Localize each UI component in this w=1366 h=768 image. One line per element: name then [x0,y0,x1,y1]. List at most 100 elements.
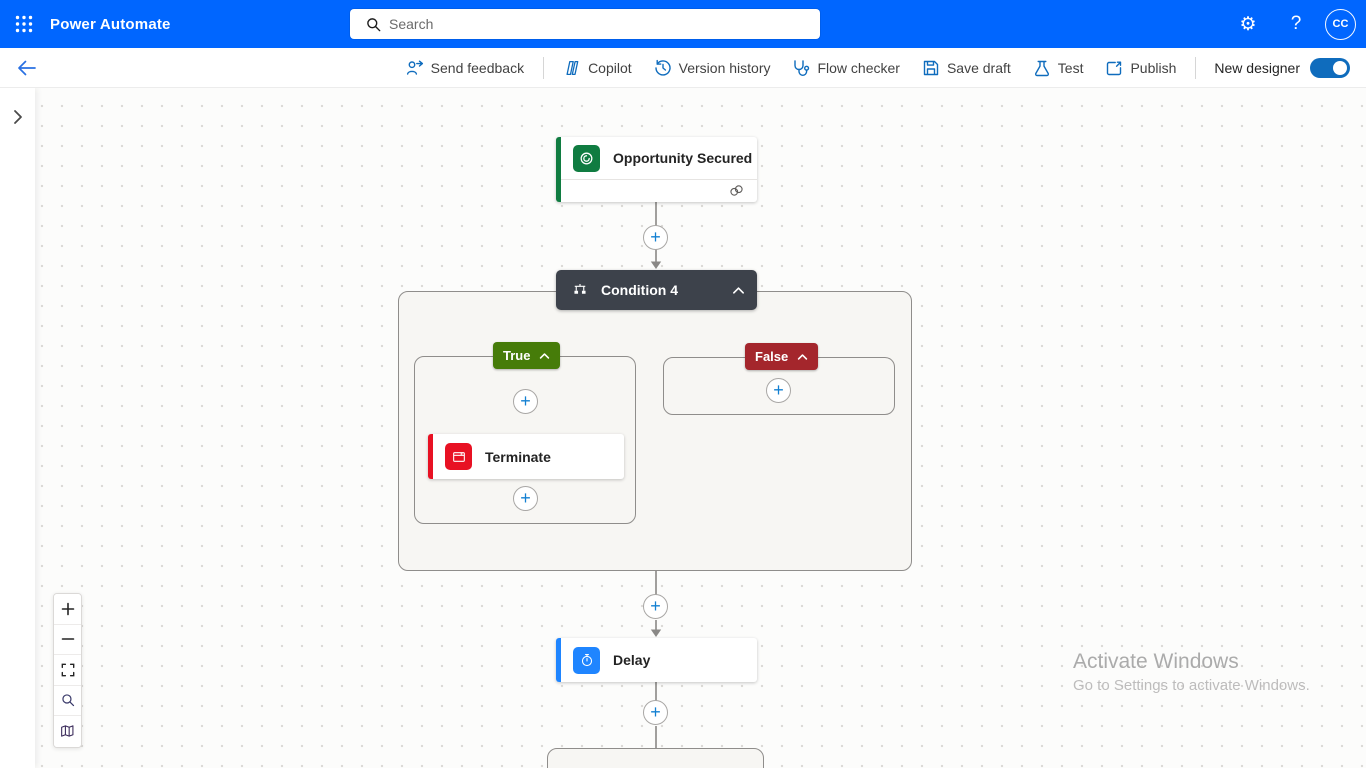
gear-icon: ⚙ [1239,13,1257,35]
insert-action-button[interactable]: + [643,594,668,619]
command-bar-actions: Send feedback Copilot Version history [395,48,1360,88]
fit-screen-icon [61,663,74,677]
chevron-up-icon [798,353,808,360]
plus-icon: + [520,390,531,411]
condition-card[interactable]: Condition 4 [556,270,757,310]
true-branch-label[interactable]: True [493,342,561,369]
insert-action-button[interactable]: + [643,700,668,725]
new-designer-control: New designer [1204,58,1360,78]
chevron-up-icon [733,286,744,294]
new-designer-toggle[interactable] [1310,58,1350,78]
insert-action-button[interactable]: + [766,378,791,403]
connection-icon[interactable] [729,184,744,197]
condition-icon [574,284,586,294]
zoom-out-button[interactable] [54,624,81,655]
stethoscope-icon [794,60,810,76]
delay-title: Delay [613,652,651,668]
chevron-right-icon [14,110,22,124]
account-button[interactable]: CC [1325,8,1356,40]
settings-button[interactable]: ⚙ [1229,4,1267,44]
fit-view-button[interactable] [54,655,81,686]
activate-windows-watermark: Activate Windows Go to Settings to activ… [1073,650,1310,694]
zoom-search-button[interactable] [54,685,81,716]
publish-icon [1107,61,1122,76]
app-title: Power Automate [50,15,171,33]
command-bar: Send feedback Copilot Version history [0,48,1366,88]
delay-card[interactable]: Delay [556,638,757,682]
true-label-text: True [503,348,531,363]
copilot-icon [566,60,579,76]
trigger-title: Opportunity Secured [613,150,753,166]
plus-icon: + [773,379,784,400]
arrow-left-icon [17,60,36,75]
false-label-text: False [755,349,789,364]
back-button[interactable] [6,48,46,88]
terminate-accent [428,434,433,479]
terminate-card[interactable]: Terminate [428,434,624,479]
toolbar-divider [1195,57,1197,79]
new-designer-label: New designer [1214,60,1300,76]
delay-icon [573,646,600,674]
app-header: Power Automate ⚙ ? CC [0,0,1366,48]
zoom-toolbar [53,593,82,748]
save-draft-button[interactable]: Save draft [911,52,1022,84]
publish-button[interactable]: Publish [1094,52,1187,84]
minimap-button[interactable] [54,716,81,747]
test-button[interactable]: Test [1022,52,1095,84]
header-actions: ⚙ ? CC [1229,0,1366,48]
search-box[interactable] [350,9,820,39]
map-icon [61,725,74,737]
flow-canvas[interactable]: Opportunity Secured + Condition 4 [0,88,1366,768]
version-history-label: Version history [678,60,771,76]
dataverse-icon [573,144,600,172]
trigger-accent [556,137,561,202]
toolbar-divider [543,57,545,79]
zoom-in-button[interactable] [54,594,81,625]
condition-title: Condition 4 [601,282,678,298]
delay-accent [556,638,561,682]
send-feedback-label: Send feedback [430,60,525,76]
terminate-icon [445,443,472,470]
plus-icon: + [650,226,661,247]
insert-action-button[interactable]: + [513,389,538,414]
watermark-subtitle: Go to Settings to activate Windows. [1073,677,1310,694]
feedback-icon [406,60,423,75]
plus-icon: + [650,701,661,722]
insert-action-button[interactable]: + [643,225,668,250]
save-icon [923,60,939,76]
send-feedback-button[interactable]: Send feedback [395,52,535,84]
next-scope-container [547,748,764,768]
app-launcher-button[interactable] [0,0,48,48]
publish-label: Publish [1130,60,1177,76]
plus-icon [61,602,74,616]
watermark-title: Activate Windows [1073,650,1239,673]
false-branch-label[interactable]: False [745,343,819,370]
panel-expand-button[interactable] [7,106,29,128]
help-button[interactable]: ? [1277,4,1315,44]
trigger-card[interactable]: Opportunity Secured [556,137,757,202]
flow-checker-label: Flow checker [817,60,900,76]
help-icon: ? [1290,13,1302,34]
waffle-icon [15,15,33,33]
test-label: Test [1057,60,1084,76]
history-icon [654,59,671,76]
toggle-knob [1333,61,1347,75]
chevron-up-icon [540,352,550,359]
terminate-title: Terminate [485,448,551,465]
magnifier-icon [61,694,74,707]
insert-action-button[interactable]: + [513,486,538,511]
save-draft-label: Save draft [946,60,1011,76]
search-icon [367,17,381,31]
plus-icon: + [650,595,661,616]
copilot-label: Copilot [588,60,632,76]
plus-icon: + [520,487,531,508]
beaker-icon [1034,60,1049,77]
minus-icon [61,638,74,641]
copilot-button[interactable]: Copilot [552,52,643,84]
avatar-initials: CC [1332,18,1349,30]
search-input[interactable] [389,16,810,32]
version-history-button[interactable]: Version history [643,52,782,84]
condition-collapse-button[interactable] [732,286,745,295]
flow-checker-button[interactable]: Flow checker [781,52,910,84]
